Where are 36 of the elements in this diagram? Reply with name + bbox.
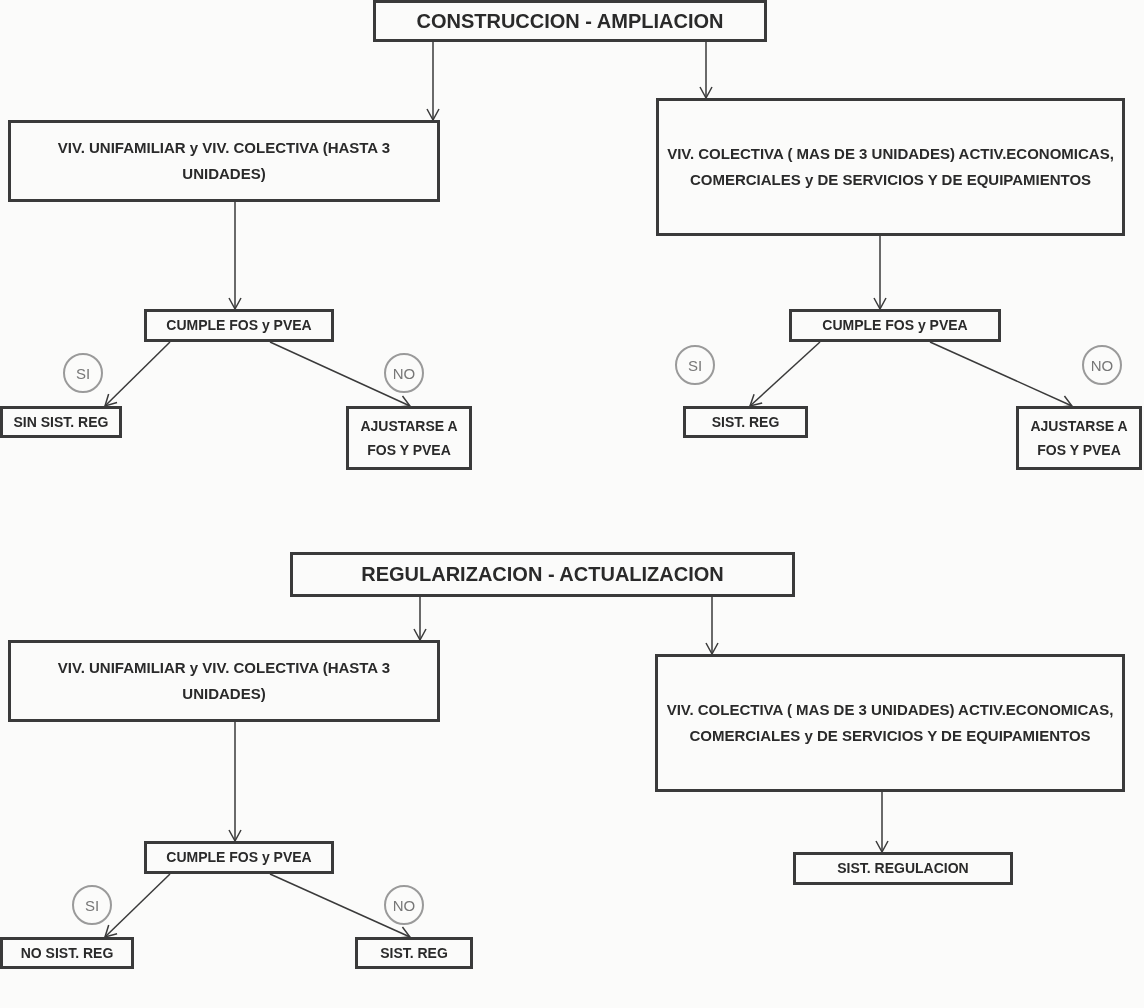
arrow [228,721,242,842]
answer-circle: NO [1082,345,1122,385]
process-box: SIST. REG [355,937,473,969]
arrow [873,235,887,310]
process-box: VIV. UNIFAMILIAR y VIV. COLECTIVA (HASTA 3 UNIDADES) [8,120,440,202]
process-box: CUMPLE FOS y PVEA [144,309,334,342]
process-box: SIN SIST. REG [0,406,122,438]
arrow [228,201,242,310]
process-box: AJUSTARSE A FOS Y PVEA [346,406,472,470]
arrow [269,341,411,408]
process-box: VIV. UNIFAMILIAR y VIV. COLECTIVA (HASTA 3 UNIDADES) [8,640,440,722]
arrow [875,791,889,853]
answer-circle: NO [384,885,424,925]
answer-circle: SI [63,353,103,393]
process-box: VIV. COLECTIVA ( MAS DE 3 UNIDADES) ACTIV.ECONOMICAS, COMERCIALES y DE SERVICIOS Y DE EQUIPAMIENTOS [656,98,1125,236]
process-box: SIST. REGULACION [793,852,1013,885]
arrow [749,341,821,407]
process-box: REGULARIZACION - ACTUALIZACION [290,552,795,597]
arrow [269,873,411,939]
arrow [104,341,171,407]
answer-circle: SI [675,345,715,385]
process-box: SIST. REG [683,406,808,438]
arrow [426,41,440,121]
process-box: AJUSTARSE A FOS Y PVEA [1016,406,1142,470]
process-box: CONSTRUCCION - AMPLIACION [373,0,767,42]
arrow [413,596,427,641]
arrow [699,41,713,99]
arrow [705,596,719,655]
arrow [929,341,1073,408]
arrow [104,873,171,938]
process-box: CUMPLE FOS y PVEA [144,841,334,874]
answer-circle: NO [384,353,424,393]
process-box: NO SIST. REG [0,937,134,969]
answer-circle: SI [72,885,112,925]
process-box: VIV. COLECTIVA ( MAS DE 3 UNIDADES) ACTIV.ECONOMICAS, COMERCIALES y DE SERVICIOS Y DE EQUIPAMIENTOS [655,654,1125,792]
process-box: CUMPLE FOS y PVEA [789,309,1001,342]
